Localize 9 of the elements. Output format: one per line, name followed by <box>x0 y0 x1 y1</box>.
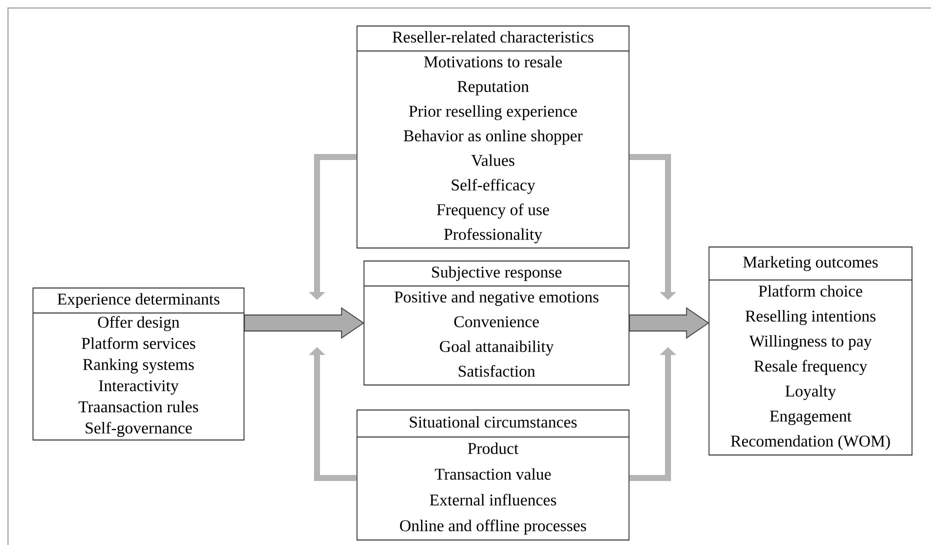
factor-box: Subjective response Positive and negative emotions Convenience Goal attanaibility Satisfaction <box>364 260 630 386</box>
factor-box: Reseller-related characteristics Motivations to resale Reputation Prior reselling experience Behavior as online shopper Values Self-efficacy Frequency of use Professionality <box>356 26 630 248</box>
block-arrow <box>629 307 710 339</box>
block-arrow <box>244 307 364 339</box>
factor-box: Situational circumstances Product Transaction value External influences Online and offline processes <box>356 410 630 540</box>
factor-box: Experience determinants Offer design Platform services Ranking systems Interactivity Traansaction rules Self-governance <box>32 288 244 440</box>
moderating-arrow <box>629 154 676 300</box>
moderating-arrow <box>308 347 357 481</box>
factor-box: Marketing outcomes Platform choice Reselling intentions Willingness to pay Resale frequency Loyalty Engagement Recomendation (WOM) <box>708 246 912 456</box>
